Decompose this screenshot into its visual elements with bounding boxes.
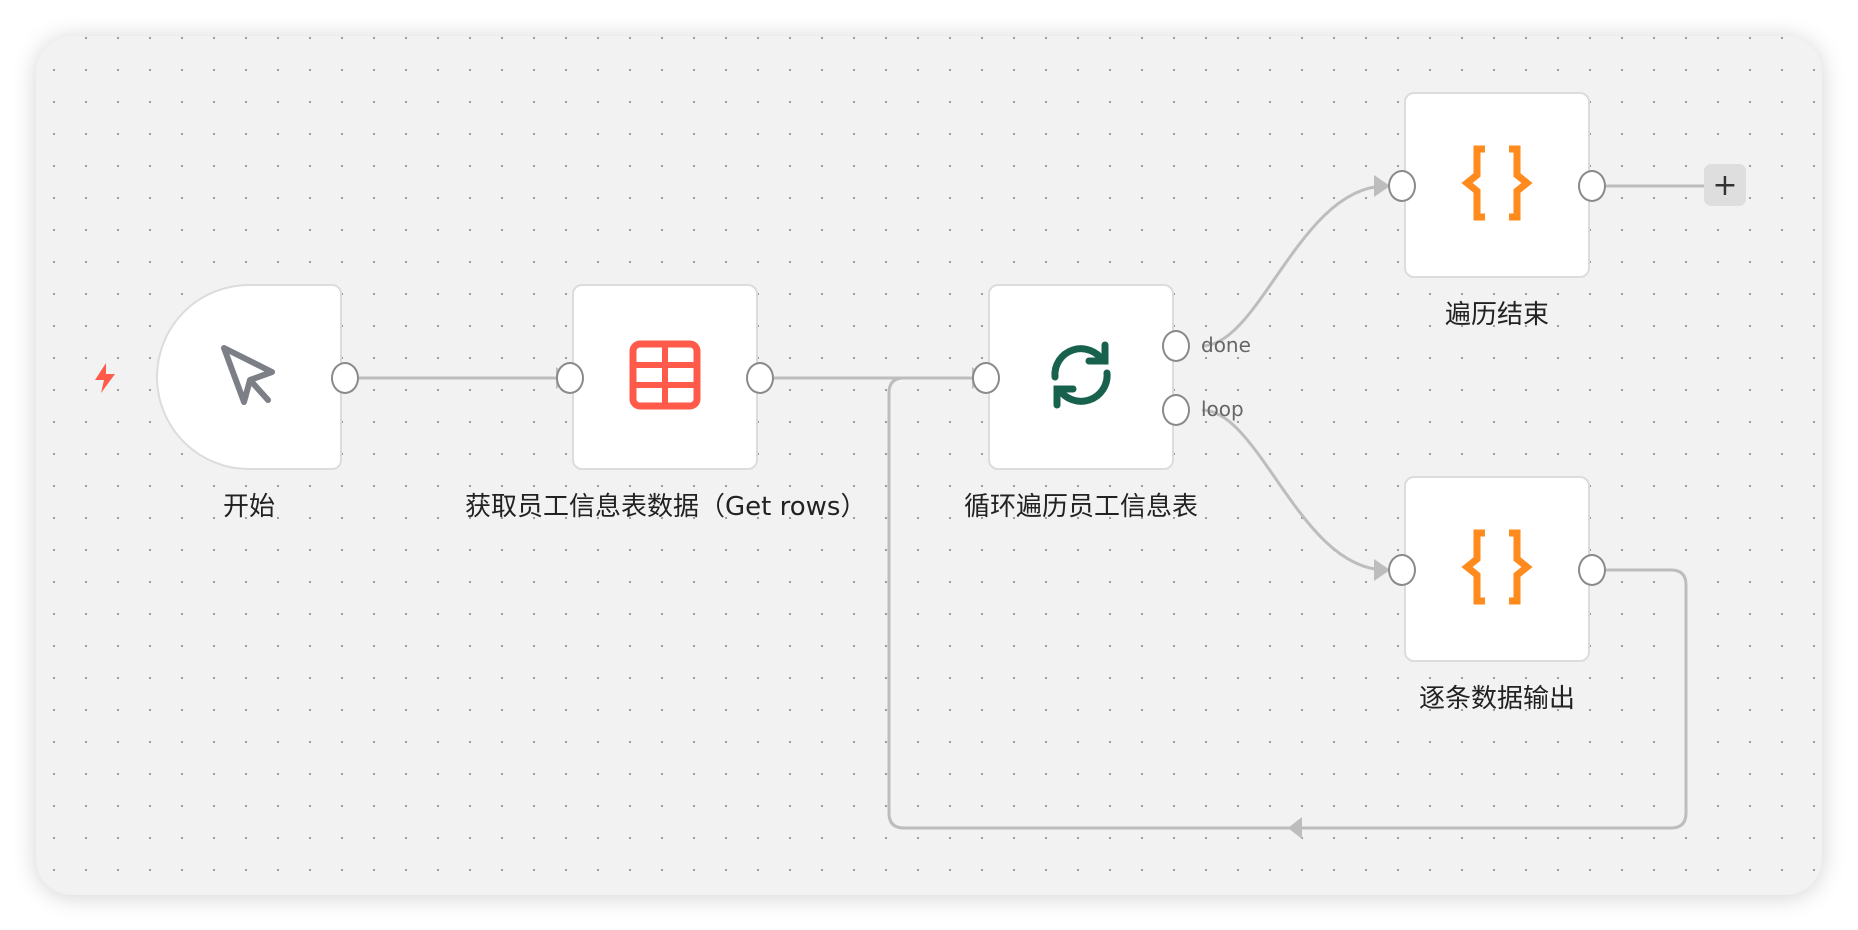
done-port-label: done [1201, 333, 1251, 357]
node-get-rows[interactable] [572, 284, 758, 470]
table-icon [629, 340, 701, 414]
cursor-icon [214, 340, 284, 414]
each-code-output-port[interactable] [1578, 554, 1606, 586]
done-code-input-port[interactable] [1388, 170, 1416, 202]
loop-port-label: loop [1201, 397, 1244, 421]
code-braces-icon [1457, 143, 1537, 227]
node-label-each-code: 逐条数据输出 [1418, 684, 1575, 714]
get-rows-input-port[interactable] [556, 362, 584, 394]
code-braces-icon [1457, 527, 1537, 611]
loop-arrows-icon [1045, 339, 1117, 415]
node-start[interactable] [156, 284, 342, 470]
node-each-code[interactable] [1404, 476, 1590, 662]
node-label-loop: 循环遍历员工信息表 [963, 492, 1198, 522]
node-done-code[interactable] [1404, 92, 1590, 278]
node-label-start: 开始 [222, 492, 275, 522]
add-node-button[interactable]: + [1704, 164, 1746, 206]
each-code-input-port[interactable] [1388, 554, 1416, 586]
done-code-output-port[interactable] [1578, 170, 1606, 202]
loop-output-port[interactable] [1162, 394, 1190, 426]
loop-input-port[interactable] [972, 362, 1000, 394]
get-rows-output-port[interactable] [746, 362, 774, 394]
start-output-port[interactable] [331, 362, 359, 394]
node-label-done-code: 遍历结束 [1444, 300, 1549, 330]
lightning-icon [92, 362, 118, 398]
done-output-port[interactable] [1162, 330, 1190, 362]
node-label-get-rows: 获取员工信息表数据（Get rows） [465, 492, 867, 522]
node-loop[interactable] [988, 284, 1174, 470]
